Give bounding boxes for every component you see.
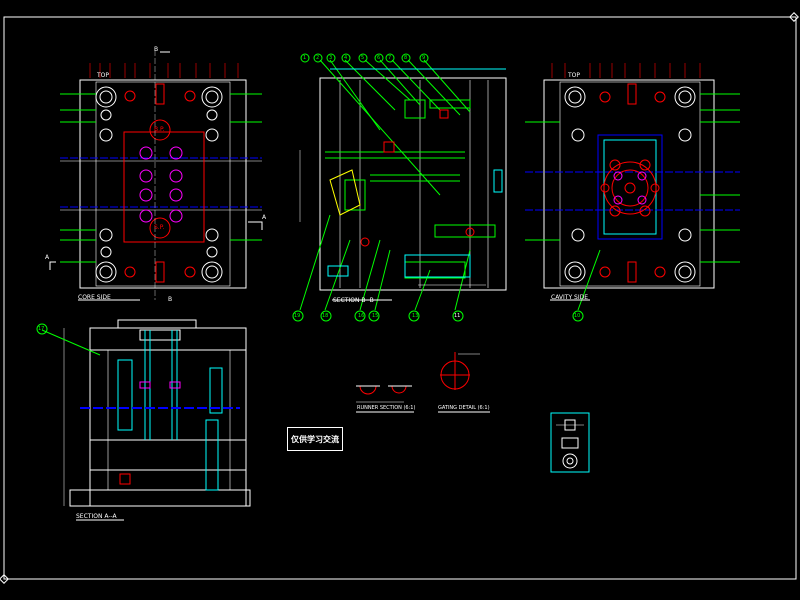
gating-detail-label: GATING DETAIL (6:1) bbox=[438, 405, 490, 411]
cavity-side-label: CAVITY SIDE bbox=[551, 294, 589, 301]
balloon-5: 5 bbox=[361, 55, 365, 61]
balloon-16: 16 bbox=[358, 313, 365, 319]
runner-section-detail bbox=[356, 385, 414, 413]
side-mark-a-left: A bbox=[45, 254, 50, 261]
core-side-top-label: TOP bbox=[97, 72, 110, 79]
balloon-10: 10 bbox=[574, 313, 581, 319]
corner-grip-bl[interactable] bbox=[0, 574, 9, 584]
balloon-15: 15 bbox=[372, 313, 379, 319]
balloon-18: 18 bbox=[322, 313, 329, 319]
side-mark-a-right: A bbox=[262, 214, 267, 221]
core-side-label: CORE SIDE bbox=[78, 294, 111, 301]
core-center-label-sp: S.P. bbox=[154, 224, 165, 231]
balloon-8: 8 bbox=[404, 55, 408, 61]
balloon-11: 11 bbox=[454, 313, 461, 319]
core-side-view bbox=[49, 50, 263, 301]
balloons-top bbox=[300, 53, 429, 63]
balloon-17: 17 bbox=[38, 326, 45, 332]
section-aa-label: SECTION A--A bbox=[76, 513, 117, 520]
cavity-side-top-label: TOP bbox=[568, 72, 581, 79]
balloon-2: 2 bbox=[316, 55, 320, 61]
balloon-4: 4 bbox=[344, 55, 348, 61]
balloon-1: 1 bbox=[303, 55, 307, 61]
balloon-6: 6 bbox=[377, 55, 381, 61]
section-mark-b-top: B bbox=[154, 46, 159, 53]
core-center-label-bp: B.P. bbox=[154, 126, 165, 133]
section-bb-label: SECTION B--B bbox=[333, 297, 374, 304]
balloon-3: 3 bbox=[329, 55, 333, 61]
watermark-stamp: 仅供学习交流 bbox=[287, 427, 343, 451]
balloon-9: 9 bbox=[422, 55, 426, 61]
gating-detail bbox=[438, 352, 490, 413]
runner-section-label: RUNNER SECTION (6:1) bbox=[357, 405, 416, 411]
drawing-border bbox=[3, 16, 797, 580]
balloon-7: 7 bbox=[388, 55, 392, 61]
section-mark-b-bottom: B bbox=[168, 296, 173, 303]
balloons-bottom bbox=[36, 310, 584, 335]
section-aa-view bbox=[41, 319, 251, 521]
corner-grip-tr[interactable] bbox=[789, 12, 799, 22]
balloon-19: 19 bbox=[294, 313, 301, 319]
projection-symbol-box bbox=[550, 412, 590, 473]
balloon-13: 13 bbox=[412, 313, 419, 319]
section-bb-view bbox=[299, 59, 507, 311]
cavity-side-view bbox=[525, 63, 740, 311]
